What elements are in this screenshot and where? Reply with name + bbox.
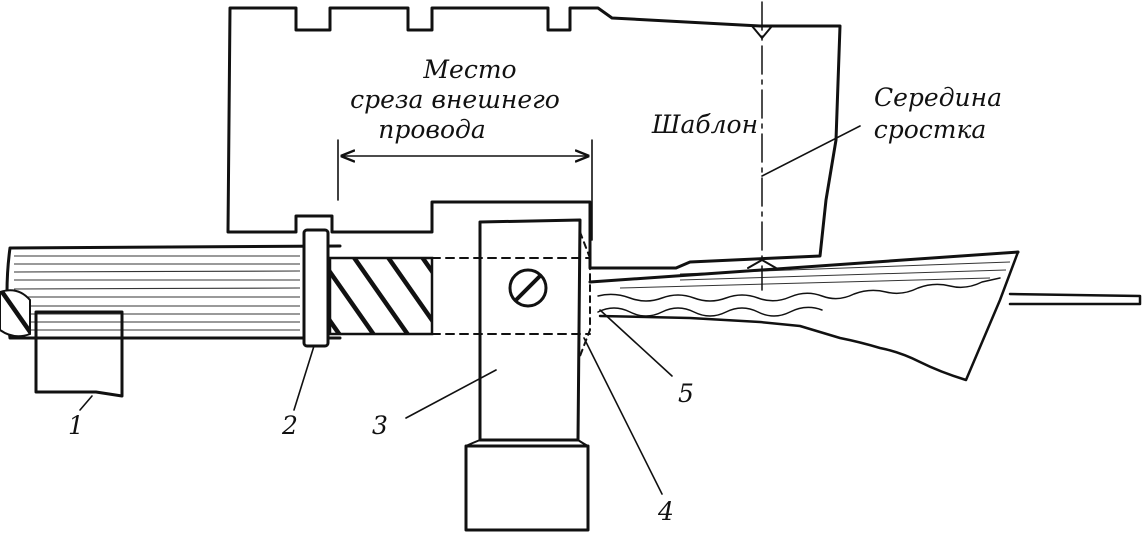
callout-1: 1 [68, 411, 84, 440]
part-1-support-block [34, 310, 124, 398]
part-2-ring [302, 228, 330, 348]
stripped-cable-section [588, 250, 1142, 382]
cable-sheath [0, 244, 342, 340]
cut-place-label-line-2: среза внешнего [350, 85, 560, 114]
template-plate [226, 1, 842, 291]
template-label: Шаблон [651, 110, 758, 139]
splice-middle-label-line-1: Середина [874, 83, 1002, 112]
part-3-clamp [464, 218, 591, 532]
cut-place-label-line-1: Место [422, 55, 516, 84]
leader-lines [79, 125, 861, 495]
twisted-conductor-section [328, 256, 434, 336]
cut-place-dimension [337, 139, 593, 241]
callout-5: 5 [678, 379, 694, 408]
callout-4: 4 [657, 497, 674, 526]
callout-3: 3 [372, 411, 388, 440]
splice-middle-label-line-2: сростка [874, 115, 987, 144]
callout-2: 2 [281, 411, 298, 440]
cut-place-label-line-3: провода [378, 115, 486, 144]
